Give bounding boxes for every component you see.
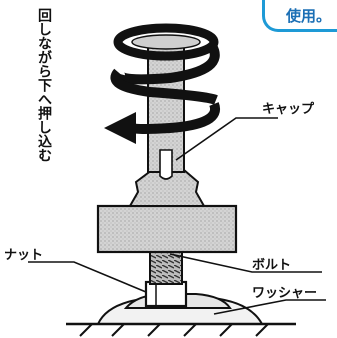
label-cap: キャップ	[262, 102, 315, 117]
cap-base-shape	[128, 169, 206, 207]
bolt-shape	[149, 247, 183, 285]
usage-badge	[262, 0, 337, 32]
usage-badge-text: 使用。	[286, 7, 332, 25]
instruction-text: 回しながら下へ押し込む	[36, 8, 52, 162]
label-washer: ワッシャー	[252, 286, 318, 301]
leader-lines	[28, 117, 326, 315]
label-bolt: ボルト	[252, 258, 292, 273]
block-shape	[96, 204, 238, 254]
nut-shape	[144, 280, 188, 308]
rotation-arrow	[104, 23, 221, 144]
label-nut: ナット	[4, 248, 44, 263]
